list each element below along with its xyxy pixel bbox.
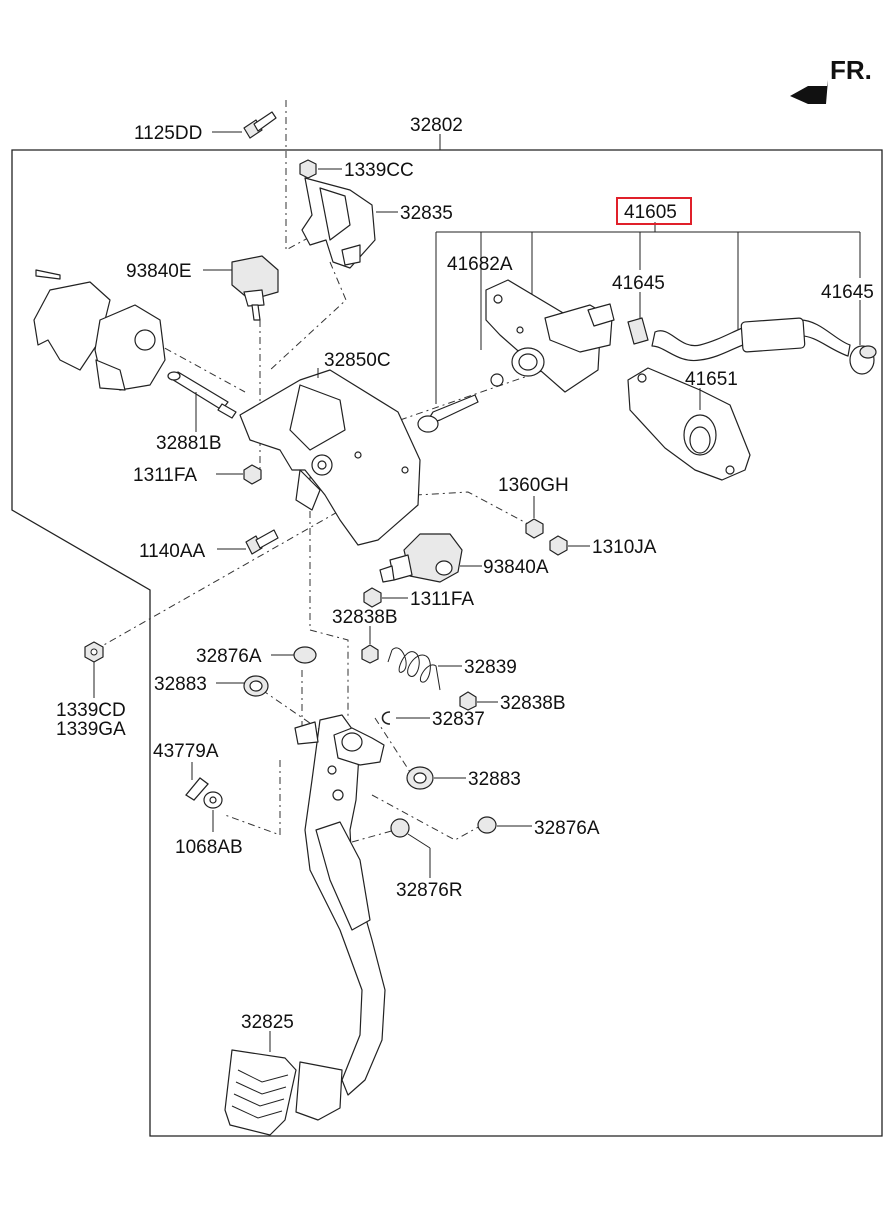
clamp-41645-right[interactable] xyxy=(849,345,877,375)
part-label-32876A-lower[interactable]: 32876A xyxy=(534,818,600,839)
part-label-1339CD[interactable]: 1339CD xyxy=(56,700,126,721)
part-label-32838B-lower[interactable]: 32838B xyxy=(500,693,566,714)
part-label-1360GH[interactable]: 1360GH xyxy=(498,475,569,496)
bolt-1125DD[interactable] xyxy=(243,111,277,139)
part-label-41651[interactable]: 41651 xyxy=(685,369,738,390)
part-label-32837[interactable]: 32837 xyxy=(432,709,485,730)
part-label-41645-left[interactable]: 41645 xyxy=(612,273,665,294)
front-direction-label: FR. xyxy=(830,55,872,85)
bushing-32838B-upper[interactable] xyxy=(361,644,379,664)
stopper-32876A-lower[interactable] xyxy=(477,816,497,834)
nut-1311FA-upper[interactable] xyxy=(243,464,262,485)
part-label-32876R[interactable]: 32876R xyxy=(396,880,463,901)
front-arrow-icon xyxy=(790,80,828,104)
stopper-32876R[interactable] xyxy=(390,818,410,838)
front-direction-indicator: FR. xyxy=(790,55,872,104)
pin-43779A[interactable] xyxy=(185,777,209,801)
bolt-1140AA[interactable] xyxy=(245,529,279,555)
master-cylinder-41682A[interactable] xyxy=(417,279,615,433)
part-label-32883-right[interactable]: 32883 xyxy=(468,769,521,790)
nut-1360GH[interactable] xyxy=(525,518,544,539)
part-label-1311FA-upper[interactable]: 1311FA xyxy=(133,465,197,486)
gasket-41651[interactable] xyxy=(627,367,751,481)
nut-1339CC[interactable] xyxy=(299,159,317,179)
highlighted-part-box xyxy=(616,197,692,225)
part-label-32881B[interactable]: 32881B xyxy=(156,433,222,454)
bracket-32835[interactable] xyxy=(301,177,376,269)
part-label-1125DD[interactable]: 1125DD xyxy=(134,123,202,144)
part-label-93840A[interactable]: 93840A xyxy=(483,557,549,578)
switch-93840A[interactable] xyxy=(379,533,463,583)
assembly-frame xyxy=(11,149,883,1137)
part-label-1140AA[interactable]: 1140AA xyxy=(139,541,206,562)
clip-32837[interactable] xyxy=(381,711,391,725)
clamp-41645-left[interactable] xyxy=(627,317,649,345)
clutch-pedal-arm xyxy=(294,714,386,1096)
nut-1339CD-1339GA[interactable] xyxy=(84,641,104,663)
assembly-number-label: 32802 xyxy=(410,115,463,136)
pedal-sensor-assembly xyxy=(33,269,166,391)
part-label-1339GA[interactable]: 1339GA xyxy=(56,719,126,740)
part-label-93840E[interactable]: 93840E xyxy=(126,261,192,282)
stopper-32876A-upper[interactable] xyxy=(293,646,317,664)
part-label-41645-right[interactable]: 41645 xyxy=(821,282,874,303)
part-label-1068AB[interactable]: 1068AB xyxy=(175,837,243,858)
pedal-bracket-32850C[interactable] xyxy=(239,369,421,546)
part-label-1310JA[interactable]: 1310JA xyxy=(592,537,657,558)
bushing-32883-right[interactable] xyxy=(406,766,434,790)
pedal-pad-32825[interactable] xyxy=(224,1049,343,1136)
part-label-32883-left[interactable]: 32883 xyxy=(154,674,207,695)
part-label-32838B-upper[interactable]: 32838B xyxy=(332,607,398,628)
part-label-32876A-upper[interactable]: 32876A xyxy=(196,646,262,667)
washer-1068AB[interactable] xyxy=(203,791,223,809)
part-label-32825[interactable]: 32825 xyxy=(241,1012,294,1033)
part-label-1339CC[interactable]: 1339CC xyxy=(344,160,414,181)
part-label-32839[interactable]: 32839 xyxy=(464,657,517,678)
bushing-32883-left[interactable] xyxy=(243,675,269,697)
part-label-1311FA-lower[interactable]: 1311FA xyxy=(410,589,474,610)
part-label-32850C[interactable]: 32850C xyxy=(324,350,391,371)
bushing-32838B-lower[interactable] xyxy=(459,691,477,711)
master-cylinder-group-lines xyxy=(435,222,861,404)
pin-32881B[interactable] xyxy=(167,371,237,419)
part-label-41682A[interactable]: 41682A xyxy=(447,254,513,275)
nut-1310JA[interactable] xyxy=(549,535,568,556)
part-label-43779A[interactable]: 43779A xyxy=(153,741,219,762)
nut-1311FA-lower[interactable] xyxy=(363,587,382,608)
spring-32839[interactable] xyxy=(387,647,441,691)
switch-93840E[interactable] xyxy=(231,255,279,321)
part-label-32835[interactable]: 32835 xyxy=(400,203,453,224)
part-label-41605[interactable]: 41605 xyxy=(624,202,677,223)
clutch-hose xyxy=(651,317,851,362)
